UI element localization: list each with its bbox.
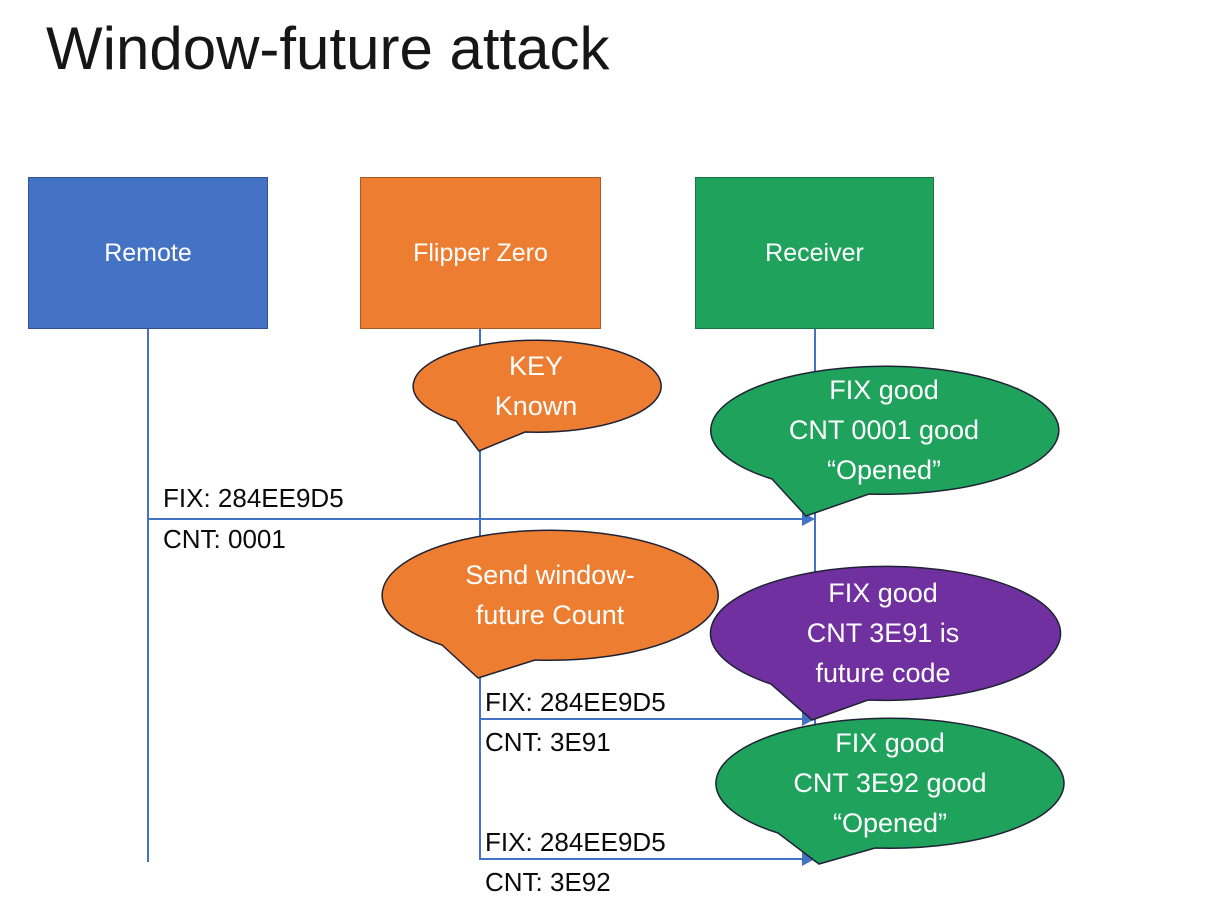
message-3-cnt-label: CNT: 3E92 <box>485 867 611 897</box>
callout-text: FIX good CNT 3E92 good “Opened” <box>716 718 1064 848</box>
callout-text: FIX good CNT 0001 good “Opened” <box>710 366 1058 494</box>
callout-line: CNT 0001 good <box>788 415 980 445</box>
message-1-cnt-label: CNT: 0001 <box>163 524 286 554</box>
callout-line: FIX good <box>829 375 939 405</box>
callout-text: FIX good CNT 3E91 is future code <box>708 566 1058 700</box>
actor-label-remote: Remote <box>104 238 192 267</box>
lifeline-remote <box>147 329 149 862</box>
callout-key-known: KEY Known <box>402 337 667 457</box>
page-title: Window-future attack <box>46 15 610 82</box>
callout-line: future Count <box>475 600 625 630</box>
callout-cnt-0001-opened: FIX good CNT 0001 good “Opened” <box>700 362 1065 522</box>
callout-line: CNT 3E92 good <box>793 768 987 798</box>
callout-line: future code <box>815 658 951 688</box>
message-1-fix-label: FIX: 284EE9D5 <box>163 483 344 513</box>
speech-bubble-icon <box>412 339 662 452</box>
callout-line: KEY <box>508 351 564 381</box>
callout-line: CNT 3E91 is <box>806 618 960 648</box>
callout-text: Send window- future Count <box>382 530 718 660</box>
actor-box-remote: Remote <box>28 177 268 329</box>
callout-line: Known <box>494 391 578 421</box>
callout-line: “Opened” <box>832 808 948 838</box>
callout-line: “Opened” <box>826 455 942 485</box>
callout-line: Send window- <box>465 560 635 590</box>
message-2-cnt-label: CNT: 3E91 <box>485 727 611 757</box>
callout-send-window-future: Send window- future Count <box>375 525 730 685</box>
speech-bubble-icon <box>709 565 1062 721</box>
actor-label-receiver: Receiver <box>765 238 864 267</box>
message-3-fix-label: FIX: 284EE9D5 <box>485 827 666 857</box>
actor-box-receiver: Receiver <box>695 177 934 329</box>
speech-bubble-icon <box>715 717 1065 865</box>
callout-cnt-3e92-opened: FIX good CNT 3E92 good “Opened” <box>705 714 1075 869</box>
callout-line: FIX good <box>828 578 938 608</box>
callout-cnt-3e91-future-code: FIX good CNT 3E91 is future code <box>700 562 1065 724</box>
callout-text: KEY Known <box>412 340 660 432</box>
actor-box-flipper-zero: Flipper Zero <box>360 177 601 329</box>
speech-bubble-icon <box>710 365 1060 517</box>
message-2-fix-label: FIX: 284EE9D5 <box>485 687 666 717</box>
callout-line: FIX good <box>835 728 945 758</box>
actor-label-flipper-zero: Flipper Zero <box>413 238 548 267</box>
speech-bubble-icon <box>381 529 719 679</box>
